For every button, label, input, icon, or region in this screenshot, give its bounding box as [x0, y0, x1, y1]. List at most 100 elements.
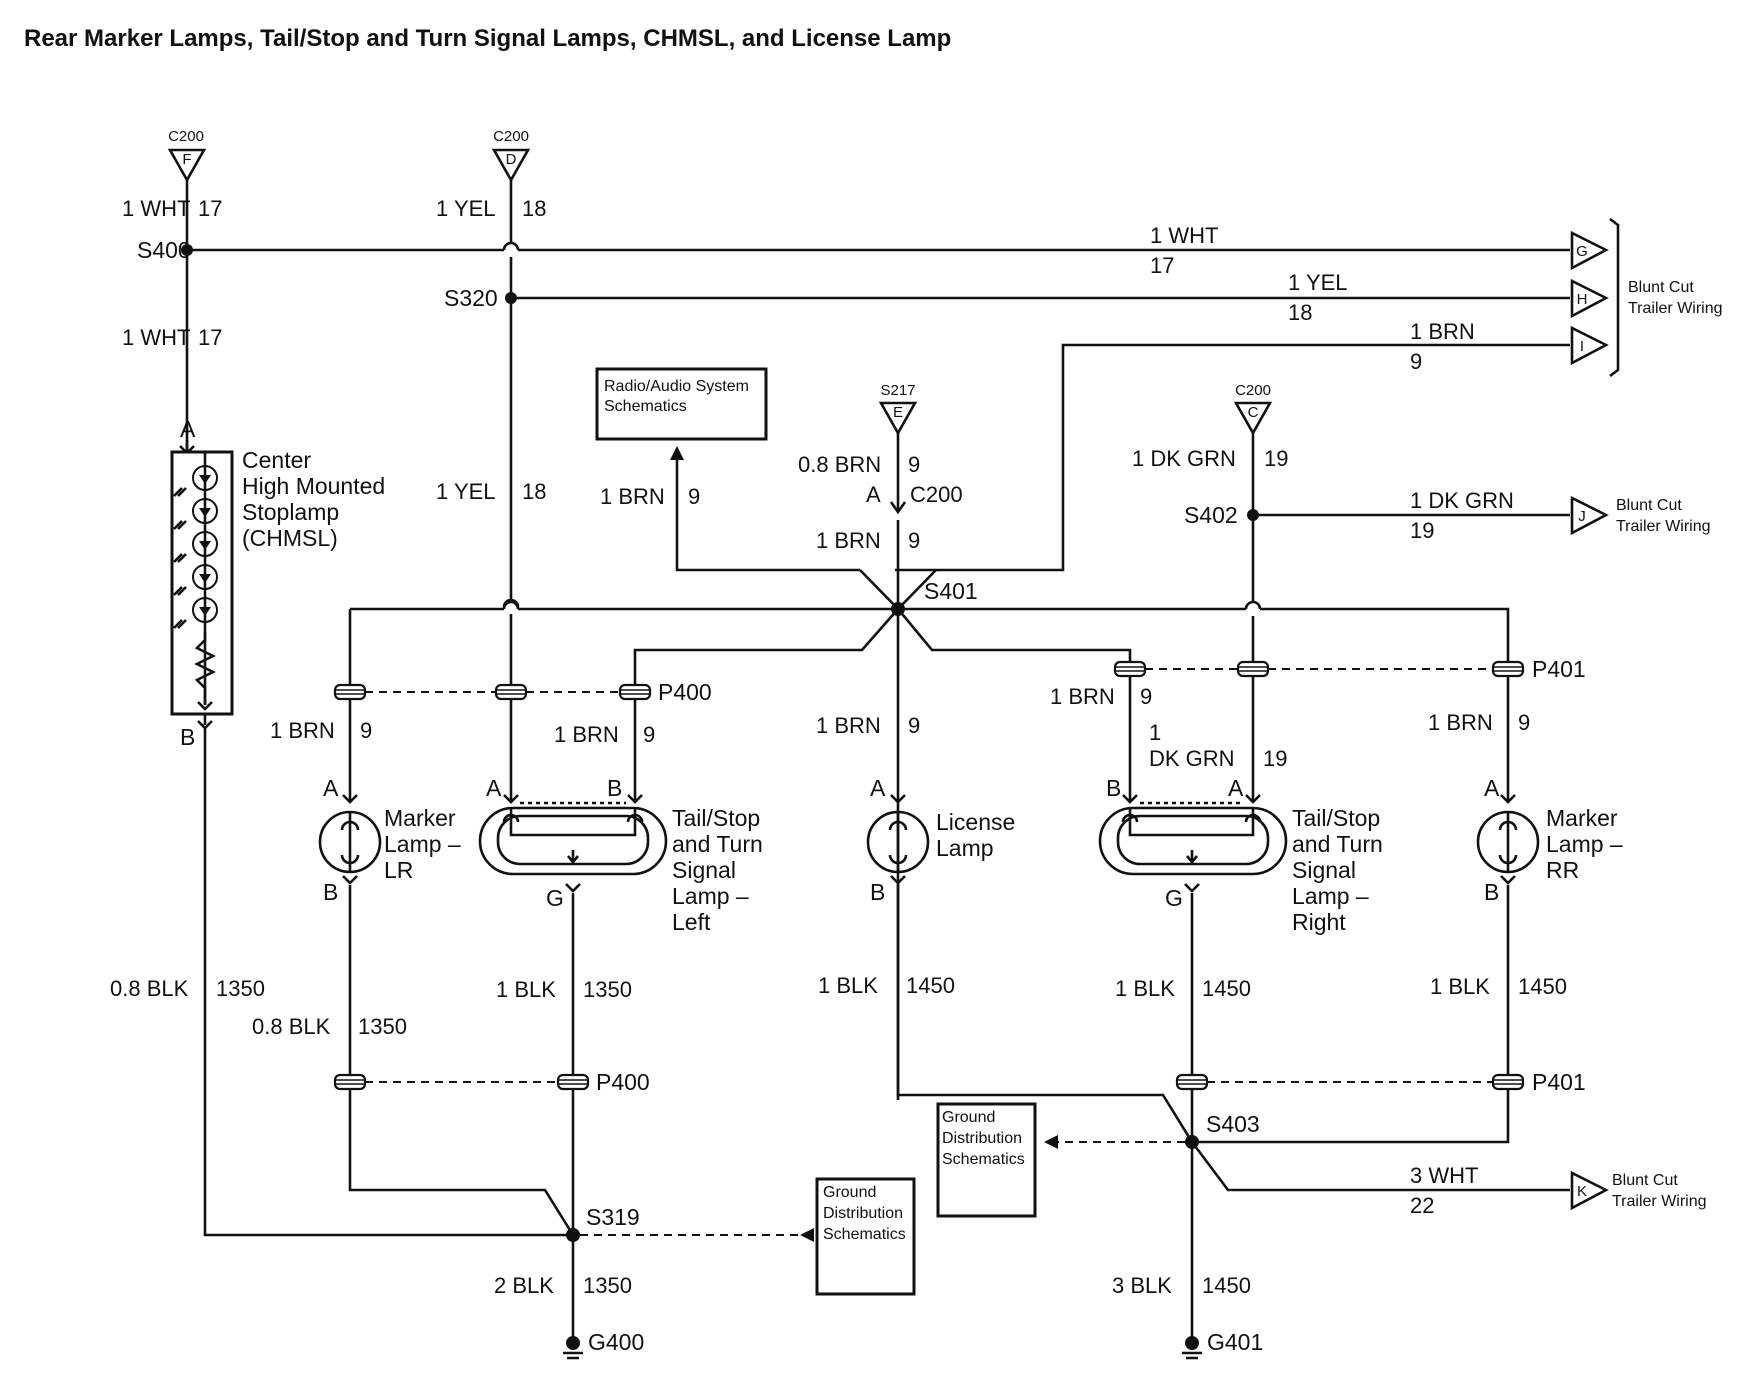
connector-c200-f: C200 F: [167, 128, 207, 183]
svg-text:1 DK GRN: 1 DK GRN: [1132, 446, 1236, 471]
svg-text:9: 9: [643, 722, 655, 747]
svg-text:1 BRN: 1 BRN: [600, 484, 665, 509]
svg-text:18: 18: [522, 196, 546, 221]
marker-lamp-lr: A B: [318, 775, 382, 905]
svg-text:3 WHT: 3 WHT: [1410, 1163, 1478, 1188]
svg-text:A: A: [1484, 775, 1500, 801]
svg-text:1450: 1450: [1202, 1273, 1251, 1298]
svg-text:S217: S217: [880, 382, 915, 399]
svg-text:2 BLK: 2 BLK: [494, 1273, 554, 1298]
svg-text:High Mounted: High Mounted: [242, 473, 385, 499]
svg-text:1 YEL: 1 YEL: [436, 196, 496, 221]
ground-distribution-schematics-link-1[interactable]: Ground Distribution Schematics: [815, 1177, 916, 1296]
svg-text:Tail/Stop: Tail/Stop: [1292, 805, 1380, 831]
svg-text:0.8 BLK: 0.8 BLK: [252, 1014, 331, 1039]
svg-text:1: 1: [1149, 720, 1161, 745]
svg-text:Lamp –: Lamp –: [1546, 831, 1623, 857]
svg-text:9: 9: [360, 718, 372, 743]
svg-text:Ground: Ground: [942, 1109, 995, 1126]
svg-text:1 BRN: 1 BRN: [270, 718, 335, 743]
svg-text:1 BRN: 1 BRN: [1050, 684, 1115, 709]
svg-text:B: B: [1106, 775, 1121, 801]
svg-text:1 WHT: 1 WHT: [1150, 223, 1218, 248]
svg-text:1 DK GRN: 1 DK GRN: [1410, 488, 1514, 513]
svg-text:S403: S403: [1206, 1111, 1260, 1137]
splice-s403: [1185, 1135, 1199, 1149]
svg-text:1450: 1450: [906, 973, 955, 998]
svg-text:1350: 1350: [583, 977, 632, 1002]
svg-text:(CHMSL): (CHMSL): [242, 525, 338, 551]
trailer-terminal-k: K: [1570, 1170, 1609, 1211]
chmsl-lamp: A B: [170, 416, 234, 750]
svg-text:Schematics: Schematics: [604, 398, 687, 415]
svg-text:18: 18: [1288, 300, 1312, 325]
svg-text:Blunt Cut: Blunt Cut: [1616, 497, 1682, 514]
svg-text:1 BRN: 1 BRN: [1410, 319, 1475, 344]
svg-text:and Turn: and Turn: [672, 831, 763, 857]
svg-text:P401: P401: [1532, 1069, 1586, 1095]
svg-text:Blunt Cut: Blunt Cut: [1628, 279, 1694, 296]
svg-text:Blunt Cut: Blunt Cut: [1612, 1172, 1678, 1189]
svg-text:B: B: [607, 775, 622, 801]
svg-text:0.8 BRN: 0.8 BRN: [798, 452, 881, 477]
svg-text:Center: Center: [242, 447, 311, 473]
svg-text:LR: LR: [384, 857, 413, 883]
svg-text:1 YEL: 1 YEL: [1288, 270, 1348, 295]
svg-text:Right: Right: [1292, 909, 1346, 935]
connector-s217-e: S217 E: [878, 382, 918, 436]
svg-text:1450: 1450: [1518, 974, 1567, 999]
svg-text:17: 17: [1150, 253, 1174, 278]
tail-stop-turn-lamp-right: B A G: [1098, 775, 1288, 911]
svg-text:1 WHT: 1 WHT: [122, 325, 190, 350]
svg-text:Left: Left: [672, 909, 711, 935]
svg-text:G400: G400: [588, 1329, 644, 1355]
svg-text:C200: C200: [910, 482, 963, 507]
svg-text:Trailer Wiring: Trailer Wiring: [1612, 1193, 1707, 1210]
svg-text:E: E: [893, 404, 903, 421]
svg-text:1 YEL: 1 YEL: [436, 479, 496, 504]
svg-text:1 BRN: 1 BRN: [816, 713, 881, 738]
svg-text:K: K: [1577, 1183, 1587, 1200]
svg-text:Trailer Wiring: Trailer Wiring: [1628, 300, 1723, 317]
svg-text:1 BLK: 1 BLK: [1115, 976, 1175, 1001]
splice-s402: [1247, 509, 1259, 521]
svg-text:G401: G401: [1207, 1329, 1263, 1355]
svg-text:A: A: [323, 775, 339, 801]
svg-text:9: 9: [908, 713, 920, 738]
svg-text:9: 9: [908, 528, 920, 553]
svg-text:Distribution: Distribution: [942, 1130, 1022, 1147]
svg-text:18: 18: [522, 479, 546, 504]
svg-text:S402: S402: [1184, 502, 1238, 528]
svg-text:9: 9: [1410, 349, 1422, 374]
svg-text:Marker: Marker: [384, 805, 456, 831]
svg-text:1 WHT: 1 WHT: [122, 196, 190, 221]
svg-text:Lamp: Lamp: [936, 835, 994, 861]
wire-brn-9-radio: [675, 458, 860, 572]
ground-distribution-schematics-link-2[interactable]: Ground Distribution Schematics: [936, 1102, 1037, 1218]
svg-text:3 BLK: 3 BLK: [1112, 1273, 1172, 1298]
svg-text:A: A: [486, 775, 502, 801]
svg-text:22: 22: [1410, 1193, 1434, 1218]
svg-text:A: A: [180, 416, 196, 442]
svg-text:Tail/Stop: Tail/Stop: [672, 805, 760, 831]
svg-text:B: B: [180, 724, 195, 750]
bracket: [1609, 217, 1620, 378]
svg-text:Distribution: Distribution: [823, 1205, 903, 1222]
svg-text:C: C: [1248, 404, 1259, 421]
svg-text:S319: S319: [586, 1204, 640, 1230]
svg-text:G: G: [546, 885, 564, 911]
ground-icon-g401: [1180, 1334, 1204, 1360]
splice-s400: [181, 244, 193, 256]
svg-text:Schematics: Schematics: [823, 1226, 906, 1243]
svg-text:DK GRN: DK GRN: [1149, 746, 1235, 771]
radio-audio-schematics-link[interactable]: Radio/Audio System Schematics: [595, 367, 768, 441]
svg-text:C200: C200: [493, 128, 529, 145]
splice-s320: [505, 292, 517, 304]
svg-text:C200: C200: [1235, 382, 1271, 399]
svg-text:A: A: [870, 775, 886, 801]
svg-text:1 BRN: 1 BRN: [554, 722, 619, 747]
svg-text:1350: 1350: [583, 1273, 632, 1298]
svg-text:Marker: Marker: [1546, 805, 1618, 831]
svg-text:9: 9: [1518, 710, 1530, 735]
svg-text:S401: S401: [924, 578, 978, 604]
